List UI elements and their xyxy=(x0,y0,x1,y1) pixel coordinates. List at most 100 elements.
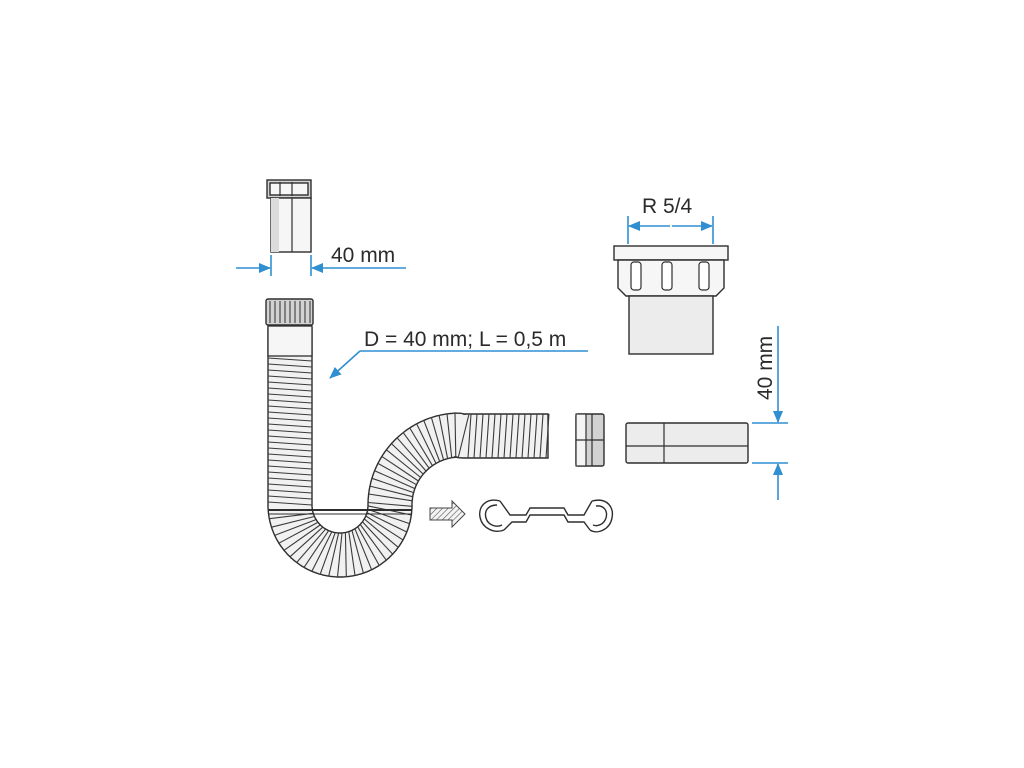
hose-ridge xyxy=(267,459,313,464)
hose-ridge xyxy=(328,532,340,577)
adapter-height-label: 40 mm xyxy=(754,336,777,400)
hose-ridge xyxy=(381,455,419,482)
hose-ridge xyxy=(362,521,394,555)
hose-ridge xyxy=(267,447,313,452)
hose-ridge xyxy=(267,435,313,440)
hose-clip xyxy=(479,499,614,533)
hose-ridge xyxy=(274,519,317,536)
hose-ridge xyxy=(409,427,433,466)
hose-ridge xyxy=(527,413,532,459)
hose-top-collar xyxy=(267,325,313,357)
hose-ridge xyxy=(367,508,410,525)
hose-ridge xyxy=(497,413,502,459)
hose-ridge xyxy=(485,413,490,459)
hose-ridge xyxy=(491,413,496,459)
hose-ridge xyxy=(354,528,373,570)
hose-ridge xyxy=(386,449,422,478)
hose-ridge xyxy=(267,441,313,446)
hose-ridge xyxy=(311,531,333,572)
hose-ridge xyxy=(446,413,453,458)
hose-ridge xyxy=(515,413,520,459)
hose-ridge xyxy=(479,413,484,459)
hose-spec-callout: D = 40 mm; L = 0,5 m xyxy=(329,328,588,379)
pointer-arrow xyxy=(429,499,466,529)
hose-ridge xyxy=(374,470,416,490)
hose-ridge xyxy=(467,413,472,459)
reducer-collar xyxy=(613,245,729,355)
hose-ridge xyxy=(296,528,326,563)
hose-ridge xyxy=(267,417,313,422)
union-nut-top xyxy=(266,179,312,253)
hose-ridge xyxy=(368,493,413,502)
corrugated-hose xyxy=(267,325,550,578)
hose-ridge xyxy=(457,414,470,458)
hose-ridge xyxy=(267,477,313,482)
hose-ridge xyxy=(377,462,417,486)
hose-ridge xyxy=(267,393,313,398)
hose-ridge xyxy=(267,489,313,494)
hose-body xyxy=(267,327,549,578)
adapter-height-dimension: 40 mm xyxy=(752,326,788,500)
hose-ridge xyxy=(283,524,321,551)
hose-ridge xyxy=(430,417,445,461)
hose-top-ring xyxy=(265,298,314,326)
hose-ridge xyxy=(473,413,478,459)
hose-ridge xyxy=(348,531,356,576)
hose-ridge xyxy=(423,420,441,462)
hose-ridge xyxy=(402,432,430,469)
nut-width-label: 40 mm xyxy=(331,244,395,267)
hose-ridge xyxy=(267,429,313,434)
hose-ridge xyxy=(509,413,514,459)
hose-ridge xyxy=(539,413,544,459)
hose-ridge xyxy=(438,415,449,459)
hose-ridge xyxy=(454,413,457,458)
hose-ridge xyxy=(545,413,550,459)
hose-ridge xyxy=(367,501,413,507)
nut-width-dimension: 40 mm xyxy=(236,244,406,276)
hose-ridge xyxy=(357,526,380,566)
hose-ridge xyxy=(267,465,313,470)
small-nut-side xyxy=(575,413,605,467)
hose-ridge xyxy=(289,526,324,558)
hose-ridge xyxy=(267,411,313,416)
hose-ridge xyxy=(319,532,336,575)
hose-ridge xyxy=(344,532,347,577)
hose-ridge xyxy=(416,423,437,464)
hose-ridge xyxy=(267,363,313,368)
hose-ridge xyxy=(267,369,313,374)
hose-ridge xyxy=(267,423,313,428)
hose-ridge xyxy=(267,375,313,380)
hose-ridge xyxy=(267,387,313,392)
hose-ridge xyxy=(391,443,424,475)
hose-ridge xyxy=(364,518,399,548)
hose-ridge xyxy=(503,413,508,459)
hose-ridge xyxy=(267,357,313,362)
hose-ridge xyxy=(371,477,414,494)
hose-ridge xyxy=(267,495,313,500)
hose-spec-label: D = 40 mm; L = 0,5 m xyxy=(364,328,566,351)
hose-ridge xyxy=(267,471,313,476)
hose-ridge xyxy=(278,521,319,544)
hose-ridge xyxy=(369,485,413,498)
hose-ridge xyxy=(521,413,526,459)
hose-ridge xyxy=(336,533,343,578)
hose-ridge xyxy=(366,512,408,533)
thread-label: R 5/4 xyxy=(642,195,693,218)
hose-ridge xyxy=(267,453,313,458)
hose-ridge xyxy=(533,413,538,459)
adapter-sleeve xyxy=(625,422,749,464)
hose-ridge xyxy=(271,515,315,528)
hose-ridge xyxy=(267,399,313,404)
hose-ridge xyxy=(267,405,313,410)
hose-ridge xyxy=(396,437,427,472)
hose-ridge xyxy=(365,515,404,541)
hose-ridge xyxy=(267,501,313,506)
hose-ridge xyxy=(267,381,313,386)
hose-ridge xyxy=(303,530,330,568)
thread-dimension: R 5/4 xyxy=(627,195,714,244)
hose-ridge xyxy=(267,483,313,488)
hose-ridge xyxy=(351,530,364,574)
hose-ridge xyxy=(359,524,387,561)
